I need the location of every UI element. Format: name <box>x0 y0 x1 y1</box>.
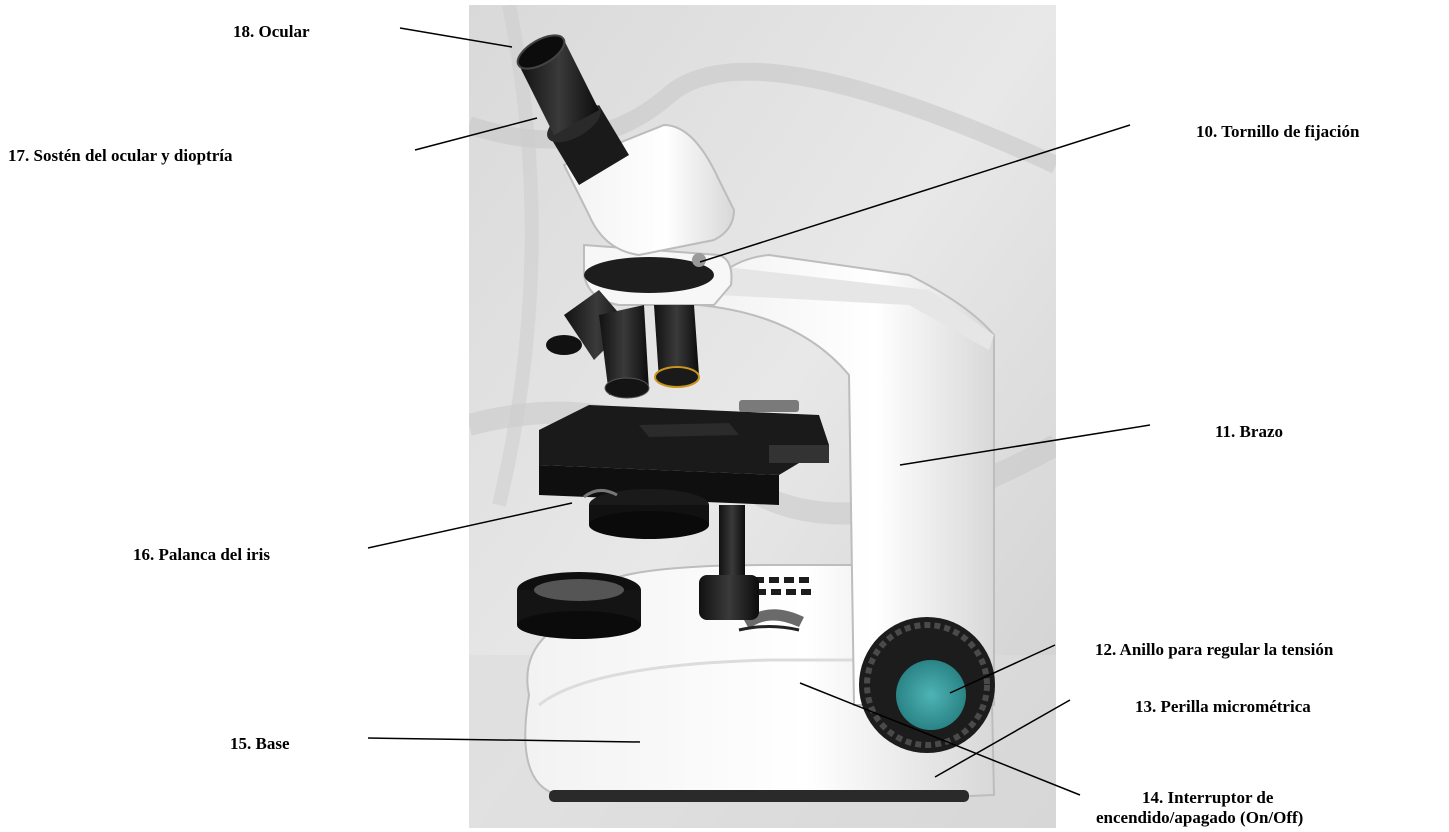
label-soston-ocular: 17. Sostén del ocular y dioptría <box>8 146 232 166</box>
microscope-photo <box>469 5 1056 828</box>
filter-holder <box>517 572 641 639</box>
fine-focus-knob <box>859 617 995 753</box>
label-interruptor-line2: encendido/apagado (On/Off) <box>1096 808 1303 828</box>
label-interruptor-line1: 14. Interruptor de <box>1142 788 1273 808</box>
label-brazo: 11. Brazo <box>1215 422 1283 442</box>
condenser <box>584 489 709 539</box>
label-tornillo-fijacion: 10. Tornillo de fijación <box>1196 122 1359 142</box>
label-base: 15. Base <box>230 734 290 754</box>
label-anillo-tension: 12. Anillo para regular la tensión <box>1095 640 1333 660</box>
label-ocular: 18. Ocular <box>233 22 310 42</box>
label-palanca-iris: 16. Palanca del iris <box>133 545 270 565</box>
label-perilla-micrometrica: 13. Perilla micrométrica <box>1135 697 1311 717</box>
